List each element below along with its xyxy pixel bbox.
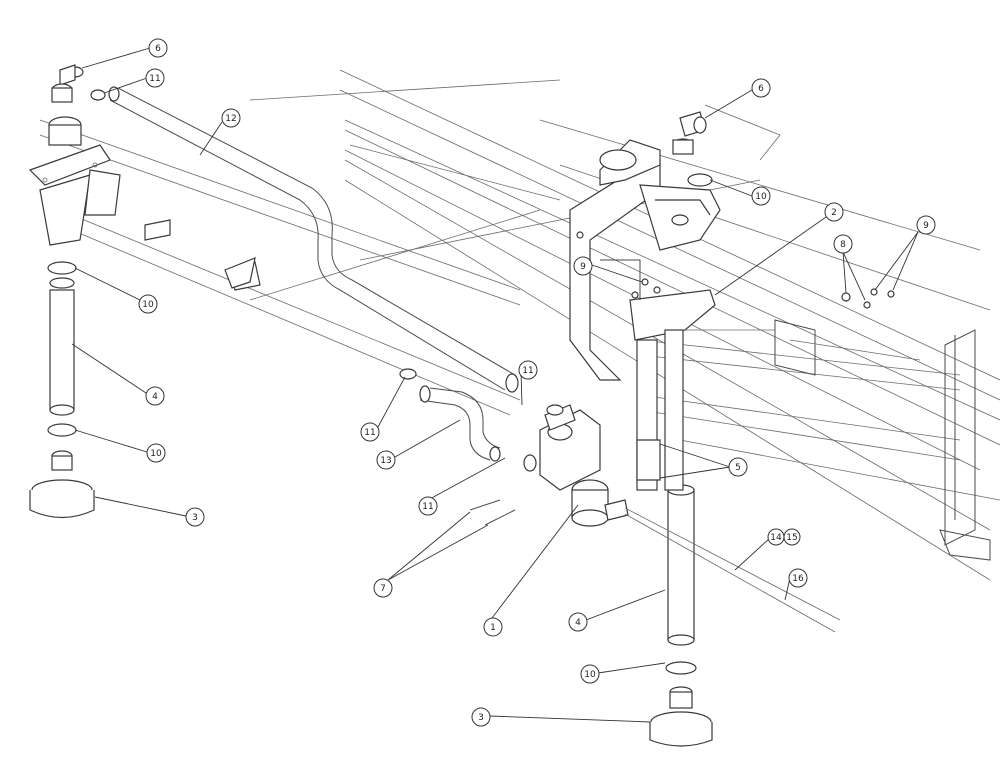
- callout-10-right: 10: [751, 186, 771, 206]
- callout-circle: [138, 294, 158, 314]
- callout-label: 11: [522, 366, 533, 376]
- callout-label: 16: [792, 574, 804, 584]
- callout-1: 1: [483, 617, 503, 637]
- callout-label: 11: [364, 428, 375, 438]
- callout-circle: [418, 496, 438, 516]
- callout-4-left: 4: [145, 386, 165, 406]
- callout-label: 6: [758, 84, 764, 94]
- left-tube: [29, 261, 95, 519]
- callout-circle: [221, 108, 241, 128]
- boom-clip: [224, 257, 256, 289]
- callout-circle: [148, 38, 168, 58]
- callout-label: 8: [840, 240, 846, 250]
- callout-circle: [360, 422, 380, 442]
- callout-10-left: 10: [138, 294, 158, 314]
- callout-label: 10: [142, 300, 154, 310]
- callout-circle: [483, 617, 503, 637]
- callout-circle: [751, 78, 771, 98]
- callout-2: 2: [824, 202, 844, 222]
- callout-6-right: 6: [751, 78, 771, 98]
- bracket-tubes: [636, 329, 684, 491]
- callout-14-15: 14 15: [767, 528, 801, 546]
- callout-label: 3: [478, 713, 484, 723]
- right-nozzle-top: [672, 104, 781, 187]
- hose-12: [108, 86, 519, 393]
- callout-circle: [833, 234, 853, 254]
- callout-11-mid: 11: [360, 422, 380, 442]
- callout-circle: [471, 707, 491, 727]
- callout-10-left-low: 10: [146, 443, 166, 463]
- callout-circle: [751, 186, 771, 206]
- callout-layer: 6 11 12 6 10 2 9 8 9 10 4 10 3 11 11 13 11 5 7 1 14 15 16 4 10 3: [138, 38, 936, 727]
- callout-label: 5: [735, 463, 741, 473]
- callout-circle: [824, 202, 844, 222]
- callout-9-right: 9: [916, 215, 936, 235]
- callout-8: 8: [833, 234, 853, 254]
- callout-12: 12: [221, 108, 241, 128]
- callout-label: 11: [422, 502, 433, 512]
- bottom-tube: [649, 484, 713, 747]
- callout-circle: [568, 612, 588, 632]
- callout-circle: [728, 457, 748, 477]
- callout-circle: [376, 450, 396, 470]
- callout-label: 6: [155, 44, 161, 54]
- callout-10-bottom: 10: [580, 664, 600, 684]
- callout-circle: [573, 256, 593, 276]
- callout-label: 14: [770, 533, 782, 543]
- callout-3-bottom: 3: [471, 707, 491, 727]
- callout-circle: [146, 443, 166, 463]
- callout-circle: [783, 528, 801, 546]
- callout-9-center: 9: [573, 256, 593, 276]
- callout-16: 16: [788, 568, 808, 588]
- callout-3-left: 3: [185, 507, 205, 527]
- callout-label: 9: [580, 262, 586, 272]
- left-nozzle-assembly: [28, 64, 261, 291]
- callout-circle: [145, 68, 165, 88]
- callout-13: 13: [376, 450, 396, 470]
- callout-label: 3: [192, 513, 198, 523]
- callout-11-top: 11: [145, 68, 165, 88]
- callout-circle: [788, 568, 808, 588]
- callout-circle: [373, 578, 393, 598]
- callout-label: 10: [150, 449, 162, 459]
- callout-label: 13: [380, 456, 391, 466]
- callout-label: 9: [923, 221, 929, 231]
- callout-label: 4: [152, 392, 158, 402]
- callout-label: 4: [575, 618, 581, 628]
- callout-label: 10: [584, 670, 596, 680]
- callout-label: 1: [490, 623, 496, 633]
- callout-circle: [916, 215, 936, 235]
- callout-11-right: 11: [518, 360, 538, 380]
- callout-7: 7: [373, 578, 393, 598]
- callout-label: 11: [149, 74, 160, 84]
- hose-13: [399, 368, 501, 462]
- callout-5: 5: [728, 457, 748, 477]
- valve-assembly: [469, 404, 841, 633]
- callout-label: 7: [380, 584, 386, 594]
- boom-frame: [39, 69, 1000, 581]
- callout-circle: [580, 664, 600, 684]
- leader-lines: [71, 47, 919, 723]
- callout-circle: [518, 360, 538, 380]
- callout-label: 2: [831, 208, 837, 218]
- callout-circle: [185, 507, 205, 527]
- callout-6-left: 6: [148, 38, 168, 58]
- callout-11-low: 11: [418, 496, 438, 516]
- callout-label: 10: [755, 192, 767, 202]
- callout-circle: [145, 386, 165, 406]
- callout-label: 12: [225, 114, 236, 124]
- fasteners: [641, 278, 895, 309]
- callout-4-bottom: 4: [568, 612, 588, 632]
- center-hinge-bracket: [569, 139, 721, 381]
- callout-label: 15: [786, 533, 797, 543]
